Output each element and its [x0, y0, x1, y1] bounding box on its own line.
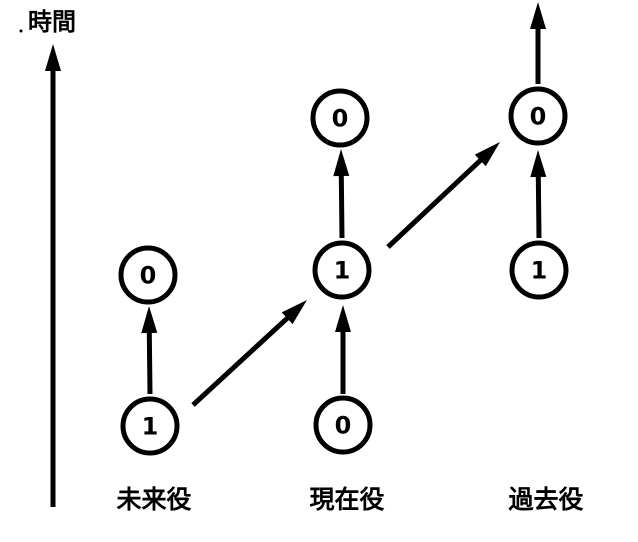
node-present-bottom-circle: [313, 395, 373, 455]
time-axis-arrow: [45, 44, 61, 507]
node-future-bottom-value: 1: [142, 413, 159, 441]
column-label-past: 過去役: [508, 485, 583, 514]
node-present-top-circle: [310, 88, 370, 148]
node-future-bottom-circle: [120, 396, 180, 456]
node-present-middle: 1: [312, 240, 372, 300]
arrow-past-top-upward-arrowhead-icon: [530, 2, 546, 29]
node-future-bottom: 1: [120, 396, 180, 456]
node-future-top-value: 0: [140, 262, 157, 290]
node-future-top: 0: [118, 245, 178, 305]
node-present-top-value: 0: [332, 105, 349, 133]
time-axis-label: 時間: [28, 8, 76, 36]
node-past-middle-value: 1: [531, 257, 548, 285]
arrow-present-middle-to-top-arrowhead-icon: [333, 149, 350, 177]
arrow-present-bottom-to-middle: [335, 305, 351, 394]
node-present-bottom: 0: [313, 395, 373, 455]
node-present-middle-circle: [312, 240, 372, 300]
arrow-present-to-past-diagonal-arrowhead-icon: [474, 142, 500, 167]
arrow-present-to-past-diagonal-shaft: [386, 155, 486, 249]
arrow-past-middle-to-top: [530, 150, 547, 239]
arrow-future-to-present-diagonal-arrowhead-icon: [281, 300, 307, 325]
arrow-future-bottom-to-top-shaft: [146, 327, 153, 395]
column-label-present: 現在役: [309, 485, 384, 514]
arrow-future-bottom-to-top: [141, 306, 158, 395]
node-past-middle-circle: [509, 240, 569, 300]
time-axis-arrow-arrowhead-icon: [45, 44, 61, 71]
column-label-future: 未来役: [116, 485, 191, 514]
stray-mark: [19, 29, 23, 33]
node-past-top-value: 0: [530, 103, 547, 131]
node-past-top: 0: [508, 86, 568, 146]
node-future-top-circle: [118, 245, 178, 305]
arrow-present-middle-to-top: [333, 149, 350, 239]
arrow-present-bottom-to-middle-arrowhead-icon: [335, 305, 351, 332]
arrow-future-to-present-diagonal: [191, 300, 307, 407]
node-present-top: 0: [310, 88, 370, 148]
node-past-middle: 1: [509, 240, 569, 300]
node-past-top-circle: [508, 86, 568, 146]
arrow-future-bottom-to-top-arrowhead-icon: [141, 306, 158, 334]
arrow-present-to-past-diagonal: [386, 142, 500, 249]
node-present-bottom-value: 0: [335, 412, 352, 440]
arrow-past-middle-to-top-shaft: [535, 171, 542, 239]
arrow-future-to-present-diagonal-shaft: [191, 313, 293, 407]
arrow-past-top-upward: [530, 2, 546, 84]
node-present-middle-value: 1: [334, 257, 351, 285]
arrow-past-middle-to-top-arrowhead-icon: [530, 150, 547, 178]
arrow-present-middle-to-top-shaft: [338, 170, 345, 239]
